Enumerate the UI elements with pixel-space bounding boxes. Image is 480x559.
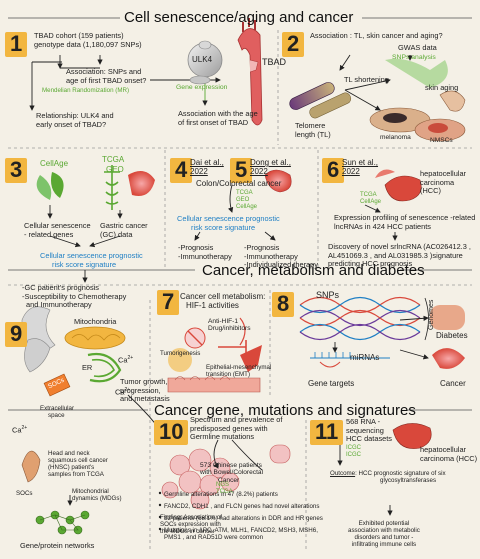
germline-finding-1: Germline alterations in 47 (8.2%) patien… [164, 491, 278, 498]
genomes-label: Genomes [428, 299, 435, 330]
panel-number-1: 1 [5, 32, 28, 57]
colorectal-cancer-label: Colon/Colorectal cancer [196, 179, 282, 188]
tl-shortening-label: TL shortening [344, 75, 389, 84]
socs-label: SOCs [16, 490, 33, 497]
gastric-cancer-text: Gastric cancer(GC) data [100, 221, 148, 239]
panel-number-6: 6 [322, 158, 345, 183]
panel-number-7: 7 [157, 290, 180, 315]
panel-number-9: 9 [5, 322, 28, 347]
sun-citation: Sun et al.,2022 [342, 158, 379, 176]
germline-finding-3: 32 patients (68.1%) had alterations in D… [164, 515, 323, 522]
section-title-metabolism: Cancer, metabolism and diabetes [202, 262, 425, 279]
tl-association-text: Association : TL, skin cancer and aging? [310, 31, 443, 40]
senescence-genes-text: Cellular senescence- related genes [24, 221, 91, 239]
dai-citation: Dai et al.,2022 [190, 158, 224, 176]
er-label: ER [82, 363, 93, 372]
panel-number-5: 5 [230, 158, 253, 183]
geo-label: GEO [106, 165, 124, 174]
gene-expression-label: Gene expression [176, 84, 228, 91]
mendelian-randomization-label: Mendelian Randomization (MR) [42, 87, 130, 94]
ca-ion-label-1: Ca2+ [118, 355, 134, 365]
panel-number-2: 2 [282, 32, 305, 57]
snps-analysis-label: SNPs analysis [392, 54, 436, 61]
nmscs-label: NMSCs [430, 137, 453, 144]
mirnas-label: miRNAs [350, 353, 380, 362]
panel-borders [8, 30, 472, 552]
gc-outcomes-text: -GC patient's prognosis-Susceptibility t… [22, 283, 127, 310]
tumorigenesis-label: Tumorigenesis [160, 350, 201, 357]
panel-number-11: 11 [310, 420, 344, 445]
section-divider-1 [8, 17, 472, 411]
dong-outcomes: -Prognosis-Immunotherapy-Individualized … [244, 243, 318, 270]
panel-number-10: 10 [154, 420, 189, 445]
ulk4-label: ULK4 [192, 55, 213, 64]
gene-targets-label: Gene targets [308, 379, 355, 388]
ca-ion-label-3: Ca2+ [12, 425, 28, 435]
cancer-label-p8: Cancer [440, 379, 466, 388]
tumor-growth-text: Tumor growth,progression,and metastasis [120, 377, 170, 404]
gene-protein-networks-label: Gene/protein networks [20, 541, 95, 550]
outcome-text: Outcome: HCC prognostic signature of six… [330, 470, 446, 484]
germline-finding-4: Mutations in APC, ATM, MLH1, FANCD2, MSH… [164, 527, 318, 541]
srlncrna-discovery-text: Discovery of novel srlncRNA (AC026412.3 … [328, 242, 471, 269]
cancer-metabolism-text: Cancer cell metabolism:HIF-1 activities [180, 292, 266, 310]
dai-outcomes: -Prognosis-Immunotherapy [178, 243, 232, 261]
cellage-label: CellAge [40, 159, 69, 168]
tbad-label: TBAD [262, 57, 287, 67]
skin-aging-label: skin aging [425, 83, 459, 92]
tcga-label: TCGA [102, 155, 125, 164]
tbad-cohort-text: TBAD cohort (159 patients)genotype data … [34, 31, 142, 49]
panel-number-3: 3 [5, 158, 28, 183]
panel-number-4: 4 [170, 158, 193, 183]
snps-label: SNPs [316, 290, 340, 300]
melanoma-label: melanoma [380, 134, 411, 141]
panel-number-8: 8 [272, 292, 295, 317]
section-title-senescence: Cell senescence/aging and cancer [124, 9, 354, 26]
ca-ion-label-2: Ca2+ [115, 387, 131, 397]
section-title-mutations: Cancer gene, mutations and signatures [154, 402, 416, 419]
lncrna-expression-text: Expression profiling of senescence -rela… [334, 213, 476, 231]
dong-citation: Dong et al.,2022 [250, 158, 291, 176]
germline-finding-2: FANCD2, CDH1 , and FLCN genes had novel … [164, 503, 320, 510]
mitochondria-label: Mitochondria [74, 317, 117, 326]
gwas-data-label: GWAS data [398, 43, 437, 52]
diabetes-label: Diabetes [436, 331, 468, 340]
